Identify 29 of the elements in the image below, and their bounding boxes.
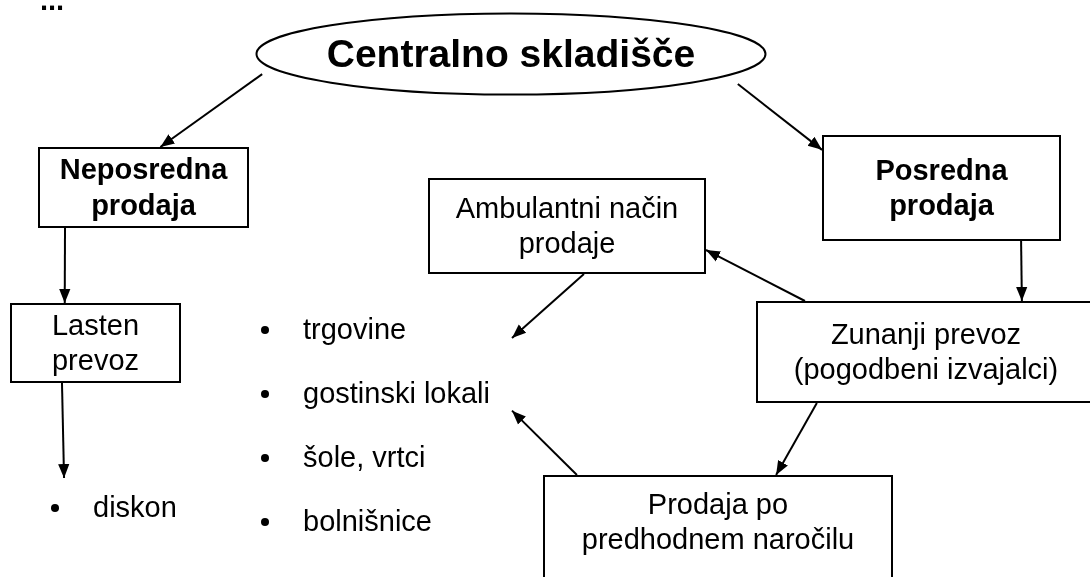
box-text: Neposredna prodaja	[58, 152, 229, 223]
arrow	[511, 273, 585, 339]
process-box	[543, 475, 893, 577]
box-text: Prodaja po predhodnem naročilu	[580, 487, 856, 558]
node-title: Centralno skladišče	[326, 31, 696, 78]
process-box	[756, 301, 1090, 403]
arrow	[736, 83, 823, 151]
list-item: šole, vrtci	[303, 440, 426, 476]
list-item: bolnišnice	[303, 504, 432, 540]
process-box	[38, 147, 249, 228]
arrow	[705, 249, 806, 302]
process-box	[428, 178, 706, 274]
process-box	[10, 303, 181, 383]
ellipse-node	[255, 12, 767, 96]
box-text: Lasten prevoz	[50, 307, 141, 378]
box-text: Zunanji prevoz (pogodbeni izvajalci)	[792, 316, 1060, 387]
list-item: diskon	[93, 490, 177, 526]
list-item: gostinski lokali	[303, 376, 490, 412]
arrow	[775, 402, 818, 476]
box-text: Ambulantni način prodaje	[454, 190, 680, 261]
arrow	[59, 227, 71, 304]
arrow	[58, 382, 70, 479]
arrow	[159, 73, 264, 148]
arrow	[511, 409, 578, 476]
process-box	[822, 135, 1061, 241]
box-text: Posredna prodaja	[874, 152, 1009, 223]
list-item: trgovine	[303, 312, 407, 348]
arrow	[1016, 240, 1028, 302]
note-text: ...	[40, 0, 65, 15]
